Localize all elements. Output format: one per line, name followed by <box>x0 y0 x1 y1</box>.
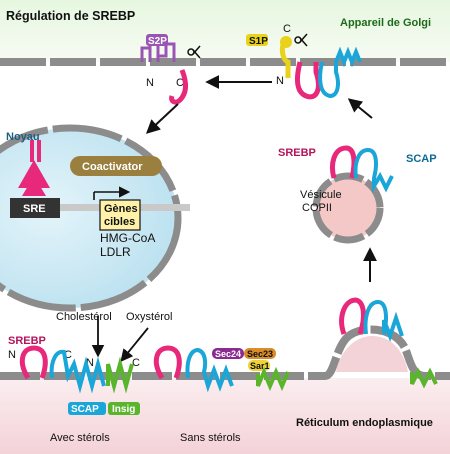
sterol-srebp-label: SREBP <box>8 335 46 347</box>
srebp-nterm-stalk <box>37 140 41 162</box>
sec24-badge <box>212 348 244 359</box>
s1p-n-terminus: N <box>276 75 284 87</box>
vesicle-label-line1: Vésicule <box>300 189 342 201</box>
arrow-golgi-to-nucleus <box>145 103 179 134</box>
diagram-title: Régulation de SREBP <box>6 9 135 23</box>
sec23-badge <box>244 348 276 359</box>
er-membrane <box>0 325 450 380</box>
with-sterols-caption: Avec stérols <box>50 432 110 444</box>
srebp-nterm-stalk <box>30 140 34 162</box>
golgi-label: Appareil de Golgi <box>340 17 431 29</box>
er-label: Réticulum endoplasmique <box>296 417 433 429</box>
target-genes-box <box>99 199 141 231</box>
gene-ldlr: LDLR <box>100 245 131 259</box>
arrow-oxysterol <box>120 327 149 362</box>
without-sterols-caption: Sans stérols <box>180 432 241 444</box>
cholesterol-label: Cholestérol <box>56 311 112 323</box>
s1p-badge <box>246 34 268 46</box>
srebp-with-sterol <box>19 345 48 380</box>
oxysterol-label: Oxystérol <box>126 311 172 323</box>
s2p-badge <box>146 34 168 46</box>
vesicle-label-line2: COPII <box>302 202 332 214</box>
nucleus-label: Noyau <box>6 131 40 143</box>
coactivator-label: Coactivator <box>82 161 143 173</box>
vesicle-srebp-label: SREBP <box>278 147 316 159</box>
srebp-no-sterol <box>153 345 182 380</box>
sterol-scap-label: SCAP <box>71 404 99 415</box>
srebp-fragment-s2p <box>169 69 188 105</box>
sterol-scap-n-terminus: N <box>86 357 94 369</box>
insig-with-sterol <box>106 356 134 394</box>
golgi-lumen <box>0 0 450 62</box>
scap-er-bud <box>363 299 404 342</box>
srebp-er-bud <box>339 297 366 335</box>
scap-with-sterol <box>49 349 106 394</box>
s2p-label: S2P <box>148 36 167 47</box>
sre-box <box>10 198 60 218</box>
sar1-label: Sar1 <box>250 361 270 371</box>
scissors-icon <box>192 45 201 59</box>
scissors-icon <box>299 33 308 47</box>
srebp-dimer <box>18 160 50 196</box>
er-lumen <box>0 378 450 454</box>
sec24-label: Sec24 <box>215 349 241 359</box>
sec23-label: Sec23 <box>247 349 273 359</box>
gene-hmg-coa: HMG-CoA <box>100 231 155 245</box>
coactivator-box <box>70 156 162 176</box>
nuclear-envelope <box>0 124 182 312</box>
target-genes-line2: cibles <box>104 216 135 228</box>
s1p-c-terminus: C <box>283 23 291 35</box>
insig-badge <box>108 402 140 415</box>
scap-vesicle <box>353 147 394 194</box>
arrow-vesicle-to-golgi <box>347 98 373 119</box>
sterol-srebp-n-terminus: N <box>8 349 16 361</box>
srebp-vesicle <box>330 145 357 179</box>
insig-er-right <box>410 367 438 389</box>
sterol-scap-c-terminus: C <box>132 357 140 369</box>
srebp-golgi <box>295 61 321 100</box>
sterol-insig-label: Insig <box>112 404 135 415</box>
target-genes-line1: Gènes <box>104 203 138 215</box>
s2p-n-terminus: N <box>146 77 154 89</box>
sre-label: SRE <box>23 203 46 215</box>
sterol-srebp-c-terminus: C <box>64 349 72 361</box>
insig-no-sterol <box>256 366 290 392</box>
s2p-c-terminus: C <box>176 77 184 89</box>
s1p-label: S1P <box>249 36 268 47</box>
er-budding-lumen <box>336 336 408 372</box>
copii-vesicle <box>312 172 384 244</box>
vesicle-scap-label: SCAP <box>406 153 437 165</box>
scap-badge <box>68 402 106 415</box>
scap-no-sterol <box>185 347 234 393</box>
scap-golgi <box>318 46 362 99</box>
s1p-head <box>280 36 292 48</box>
